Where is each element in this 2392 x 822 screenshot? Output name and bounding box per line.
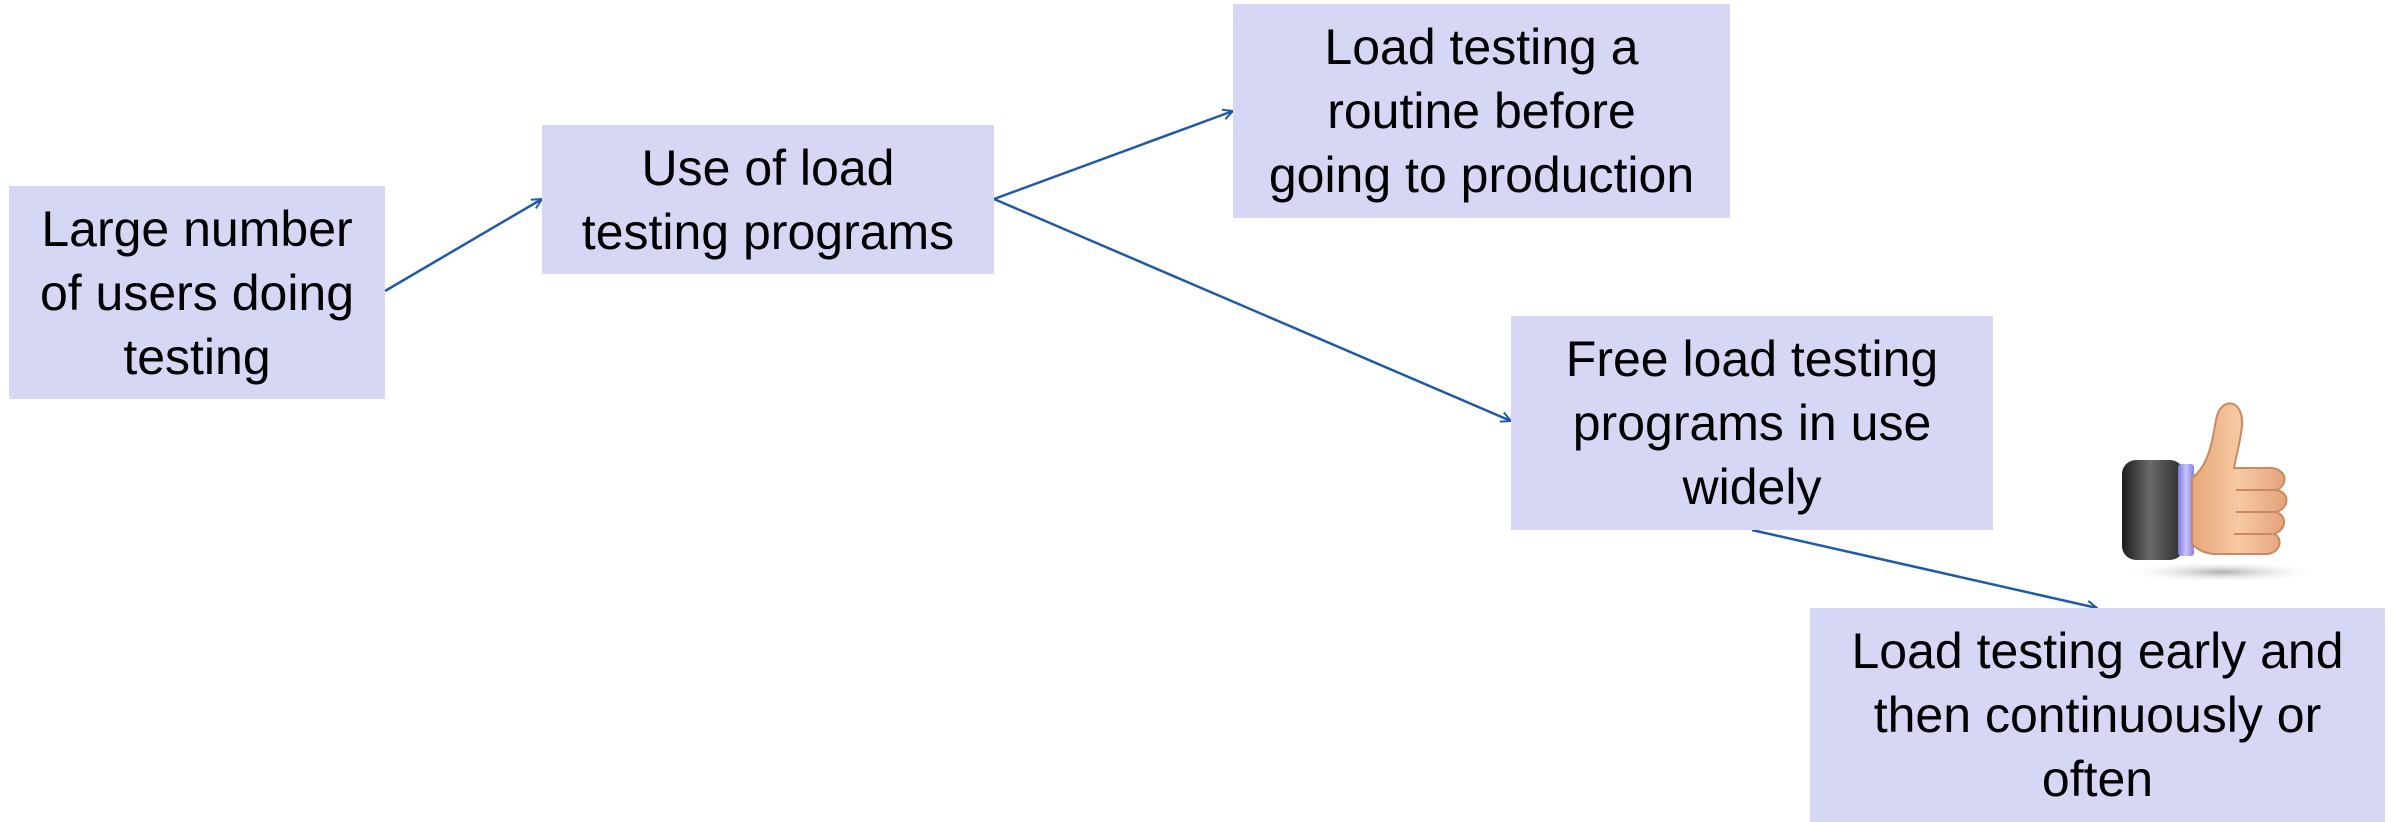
node-free-load-testing-programs: Free load testing programs in use widely: [1511, 316, 1993, 530]
node-text-line: Load testing early and: [1851, 623, 2344, 679]
arrow-programs-to-routine: [993, 111, 1233, 201]
node-text-line: Load testing a: [1324, 19, 1639, 75]
node-load-testing-routine: Load testing a routine before going to p…: [1233, 4, 1730, 218]
node-text-line: often: [2041, 751, 2154, 807]
node-text-line: widely: [1682, 459, 1822, 515]
node-text-line: going to production: [1268, 147, 1695, 203]
node-text-line: Free load testing: [1565, 331, 1939, 387]
node-text-line: routine before: [1327, 83, 1636, 139]
thumbs-up-icon: [2122, 402, 2322, 583]
node-use-of-load-testing-programs: Use of load testing programs: [542, 125, 994, 274]
arrow-users-to-programs: [384, 199, 542, 293]
node-text-line: then continuously or: [1873, 687, 2322, 743]
arrow-programs-to-free: [993, 197, 1511, 421]
node-large-number-of-users: Large number of users doing testing: [9, 186, 385, 399]
arrow-free-to-early: [1751, 528, 2097, 608]
node-load-testing-early: Load testing early and then continuously…: [1810, 608, 2385, 822]
node-text-line: Large number: [41, 200, 353, 257]
node-text-line: Use of load: [641, 139, 895, 196]
node-text-line: programs in use: [1572, 395, 1932, 451]
node-text-line: testing: [123, 328, 271, 385]
node-text-line: of users doing: [39, 264, 355, 321]
node-text-line: testing programs: [581, 203, 955, 260]
